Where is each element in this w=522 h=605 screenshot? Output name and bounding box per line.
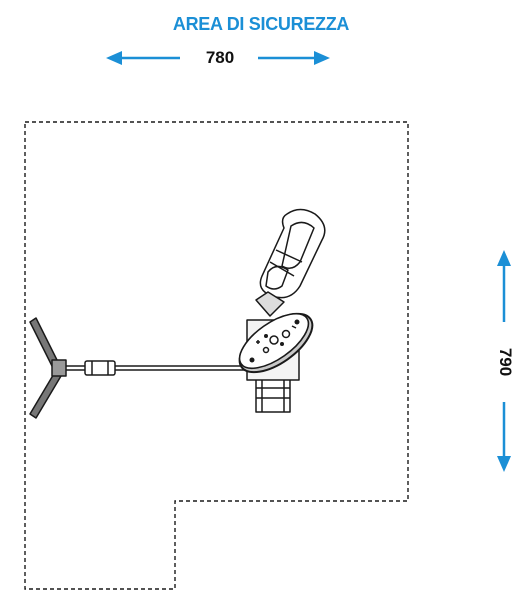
width-dimension-label: 780 [205,48,235,67]
spring-rider-equipment [29,208,326,419]
anchor-legs [29,317,67,419]
seat-panel [238,312,314,374]
safety-area-title: AREA DI SICUREZZA [172,14,350,34]
height-dimension-arrows [497,250,511,472]
seat-back [255,208,326,317]
safety-area-outline [24,121,409,590]
connecting-bar [66,360,250,376]
width-dimension-arrows [106,51,330,65]
